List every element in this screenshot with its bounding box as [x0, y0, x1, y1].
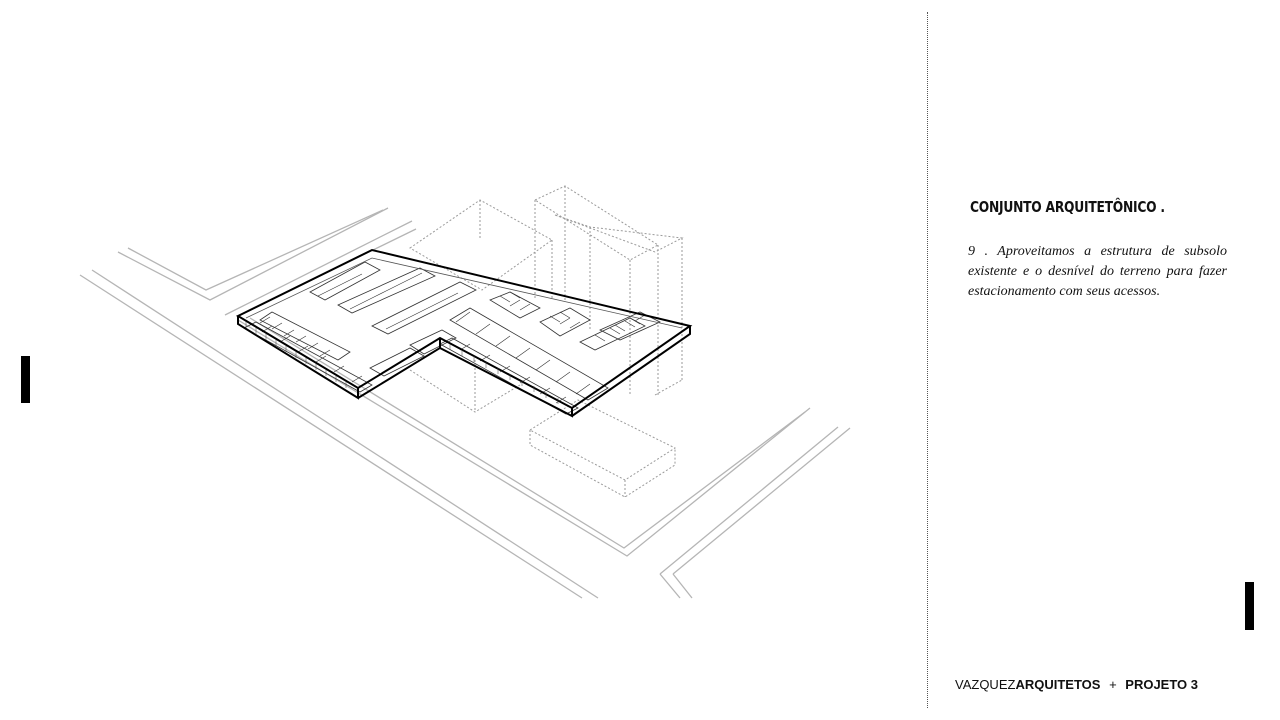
left-accent-bar [21, 356, 30, 403]
vertical-divider [927, 12, 928, 708]
right-accent-bar [1245, 582, 1254, 630]
surrounding-buildings [409, 185, 684, 498]
axonometric-drawing [79, 185, 851, 599]
section-description: 9 . Aproveitamos a estrutura de subsolo … [968, 244, 1227, 299]
parking-grid [243, 261, 661, 415]
brand-light: VAZQUEZ [955, 677, 1016, 692]
footprint-inner-edge [245, 257, 683, 329]
section-title: CONJUNTO ARQUITETÔNICO . [970, 198, 1165, 216]
brand-bold: ARQUITETOS [1015, 677, 1101, 692]
parking-footprint [235, 248, 693, 418]
project-label: PROJETO 3 [1125, 677, 1199, 692]
footer-separator: + [1109, 677, 1117, 692]
street-lines [79, 207, 851, 599]
footer-credits: VAZQUEZARQUITETOS + PROJETO 3 [955, 677, 1198, 692]
footprint-side-hatch [245, 322, 559, 404]
parking-stripes [259, 272, 646, 404]
